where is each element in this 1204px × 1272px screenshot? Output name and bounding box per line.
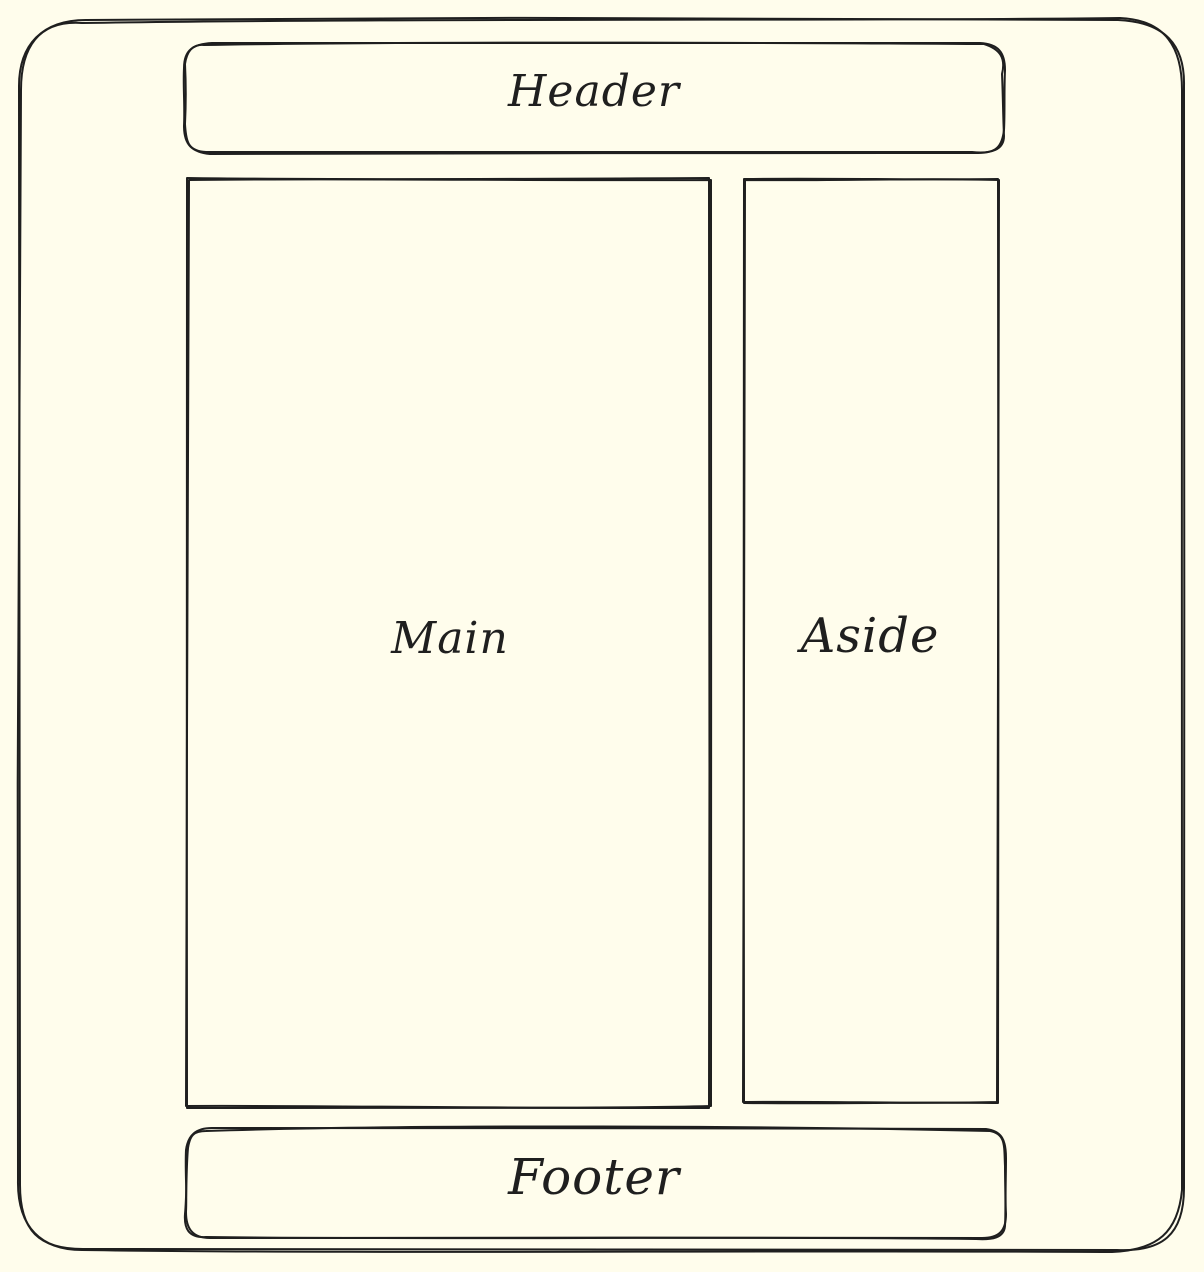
footer-box-secondary [183, 1125, 1007, 1241]
main-box-secondary [185, 178, 713, 1109]
aside-box-secondary [742, 178, 1000, 1104]
page-container-outline [18, 16, 1186, 1252]
page-container-outline-secondary [16, 17, 1184, 1253]
main-label: Main [391, 613, 509, 664]
header-box-secondary [184, 41, 1005, 154]
footer-label: Footer [508, 1148, 680, 1206]
aside-label: Aside [800, 608, 940, 664]
header-label: Header [508, 66, 680, 117]
